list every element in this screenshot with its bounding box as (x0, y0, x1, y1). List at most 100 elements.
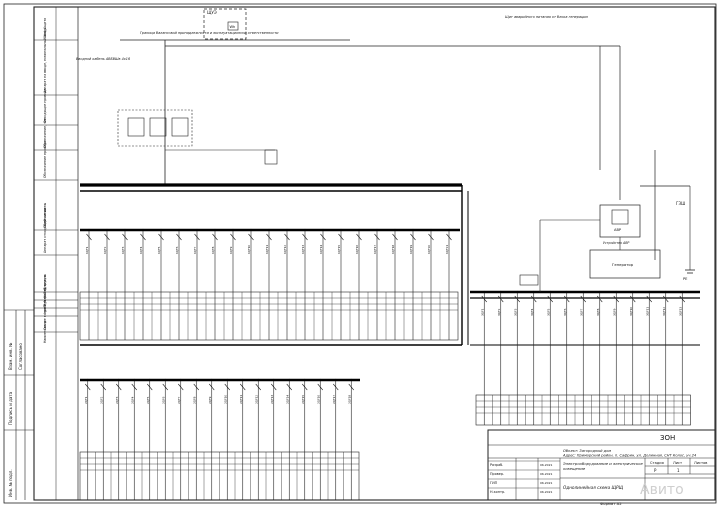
feeder-label: 2QF12 (254, 395, 258, 404)
stamp-code: ЗОН (660, 434, 675, 442)
breaker-symbol (630, 295, 636, 303)
feeder-label: 1QF5 (157, 246, 161, 254)
legend-row-label: Длина, м (43, 274, 47, 290)
feeder-label: 3QF3 (513, 308, 517, 316)
feeder-label: 3QF4 (530, 308, 534, 316)
bus-tap (319, 378, 322, 382)
bus-tap (272, 378, 275, 382)
breaker-symbol (374, 233, 380, 241)
bus-tap (339, 228, 343, 232)
legend-row-label: Номер группы (43, 273, 47, 298)
feeder-label: 3QF8 (596, 308, 600, 316)
feeder-label: 1QF13 (301, 245, 305, 254)
side-stamp-label-2: Подпись и дата (8, 391, 13, 425)
stamp-sheet-title: Однолинейная схема ЩРЩ (563, 485, 624, 490)
stamp-title-line-1: Электрооборудование и электрическое (562, 461, 643, 466)
breaker-symbol (122, 233, 128, 241)
bus-tap (615, 290, 618, 294)
watermark: Авито (640, 482, 684, 498)
breaker-symbol (162, 383, 168, 391)
breaker-symbol (613, 295, 619, 303)
feeder-label: 1QF2 (103, 246, 107, 254)
stamp-date: 06.2021 (540, 481, 552, 485)
bus-tap (664, 290, 667, 294)
breaker-symbol (193, 383, 199, 391)
feeder-label: 2QF17 (332, 395, 336, 404)
bus-tap (123, 228, 127, 232)
breaker-symbol (646, 295, 652, 303)
bus-tap (375, 228, 379, 232)
legend-row-label: Шифр щита (43, 18, 47, 38)
feeder-label: 1QF4 (139, 246, 143, 254)
breaker-symbol (158, 233, 164, 241)
feeder-label: 1QF3 (121, 246, 125, 254)
feeder-label: 3QF5 (546, 308, 550, 316)
input-boundary-note: Граница балансовой принадлежности и эксп… (140, 31, 279, 35)
breaker-symbol (286, 383, 292, 391)
legend-row-label: Обозначение провода (43, 141, 47, 178)
bus-tap (582, 290, 585, 294)
outer-frame (3, 3, 717, 504)
bus-tap (148, 378, 151, 382)
table-grid-upper (79, 291, 459, 341)
bus-tap (357, 228, 361, 232)
feeder-label: 1QF20 (427, 245, 431, 254)
feeder-label: 2QF16 (316, 395, 320, 404)
feeder-label: 1QF10 (247, 245, 251, 254)
breaker-symbol (209, 383, 215, 391)
ground-pe-label: PE (683, 277, 688, 281)
breaker-symbol (240, 383, 246, 391)
breaker-symbol (428, 233, 434, 241)
bus-tap (231, 228, 235, 232)
stamp-sheet-value: 1 (677, 468, 680, 473)
stamp-col-sheet: Лист (673, 461, 682, 465)
feeder-label: 3QF7 (579, 308, 583, 316)
bus-tap (102, 378, 105, 382)
stamp-date: 06.2021 (540, 463, 552, 467)
breaker-symbol (356, 233, 362, 241)
feeder-label: 1QF16 (355, 245, 359, 254)
bus-tap (499, 290, 502, 294)
breaker-symbol (266, 233, 272, 241)
bus-tap (447, 228, 451, 232)
bus-tap (164, 378, 167, 382)
bus-tap (226, 378, 229, 382)
feeder-label: 1QF1 (85, 246, 89, 254)
bus-tap (321, 228, 325, 232)
breaker-symbol (333, 383, 339, 391)
legend-row-label: Обозначение, тип (43, 118, 47, 148)
feeder-label: 1QF8 (211, 246, 215, 254)
legend-row-label: Наименование потребителя (43, 295, 47, 343)
table-grid-lower (79, 451, 360, 501)
feeder-label: 1QF17 (373, 245, 377, 254)
bus-tap (195, 378, 198, 382)
feeder-label: 2QF11 (239, 395, 243, 404)
bus-tap (303, 228, 307, 232)
cable-note: Вводной кабель АВБбШв 4х16 (76, 57, 130, 61)
feeder-label: 1QF19 (409, 245, 413, 254)
side-stamp-label-1: Инв. № подл. (8, 469, 13, 497)
legend-row-label: Отходящие провода (43, 89, 47, 123)
bus-tap (483, 290, 486, 294)
legend-row-label: Аппарат на вводе, номинальный ток, А (43, 26, 47, 93)
stamp-date: 06.2021 (540, 472, 552, 476)
breaker-symbol (284, 233, 290, 241)
breaker-symbol (348, 383, 354, 391)
breaker-symbol (85, 383, 91, 391)
feeder-label: 1QF21 (445, 245, 449, 254)
stamp-title-line-2: освещение (563, 466, 586, 471)
breaker-symbol (597, 295, 603, 303)
meter-symbol (227, 21, 239, 31)
bus-tap (393, 228, 397, 232)
breaker-symbol (104, 233, 110, 241)
bus-tap (213, 228, 217, 232)
feeder-label: 1QF12 (283, 245, 287, 254)
bus-tap (516, 290, 519, 294)
ground-label: ГЗШ (676, 201, 685, 206)
breaker-symbol (531, 295, 537, 303)
feeder-label: 2QF6 (161, 396, 165, 404)
